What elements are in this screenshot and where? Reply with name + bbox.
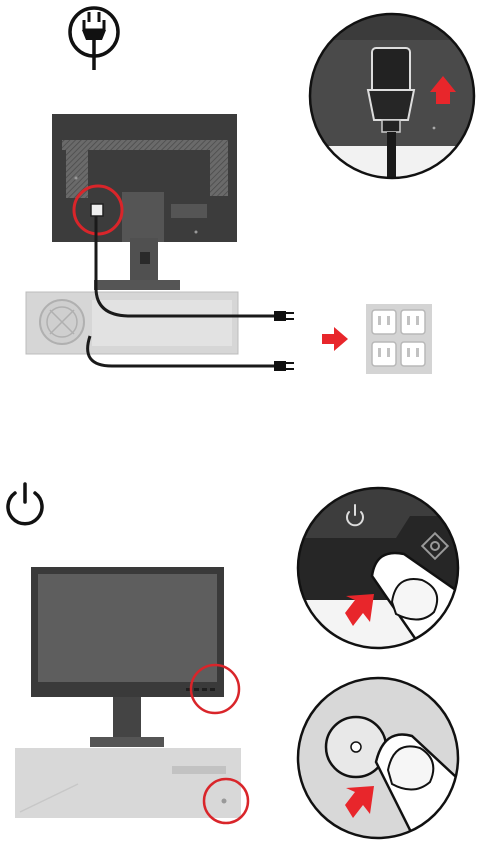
wall-outlet	[366, 304, 432, 374]
cable-plugs	[274, 311, 294, 371]
monitor-front-view	[31, 567, 224, 747]
power-symbol-icon	[8, 484, 42, 524]
monitor-power-button-closeup	[290, 480, 470, 660]
power-plug-icon	[70, 8, 118, 70]
right-arrow-icon	[322, 327, 348, 351]
computer-power-button-closeup	[298, 678, 470, 842]
computer-front-view	[15, 748, 241, 818]
power-port-closeup	[300, 14, 486, 186]
computer-case	[26, 292, 238, 354]
monitor-rear-view	[52, 114, 237, 290]
